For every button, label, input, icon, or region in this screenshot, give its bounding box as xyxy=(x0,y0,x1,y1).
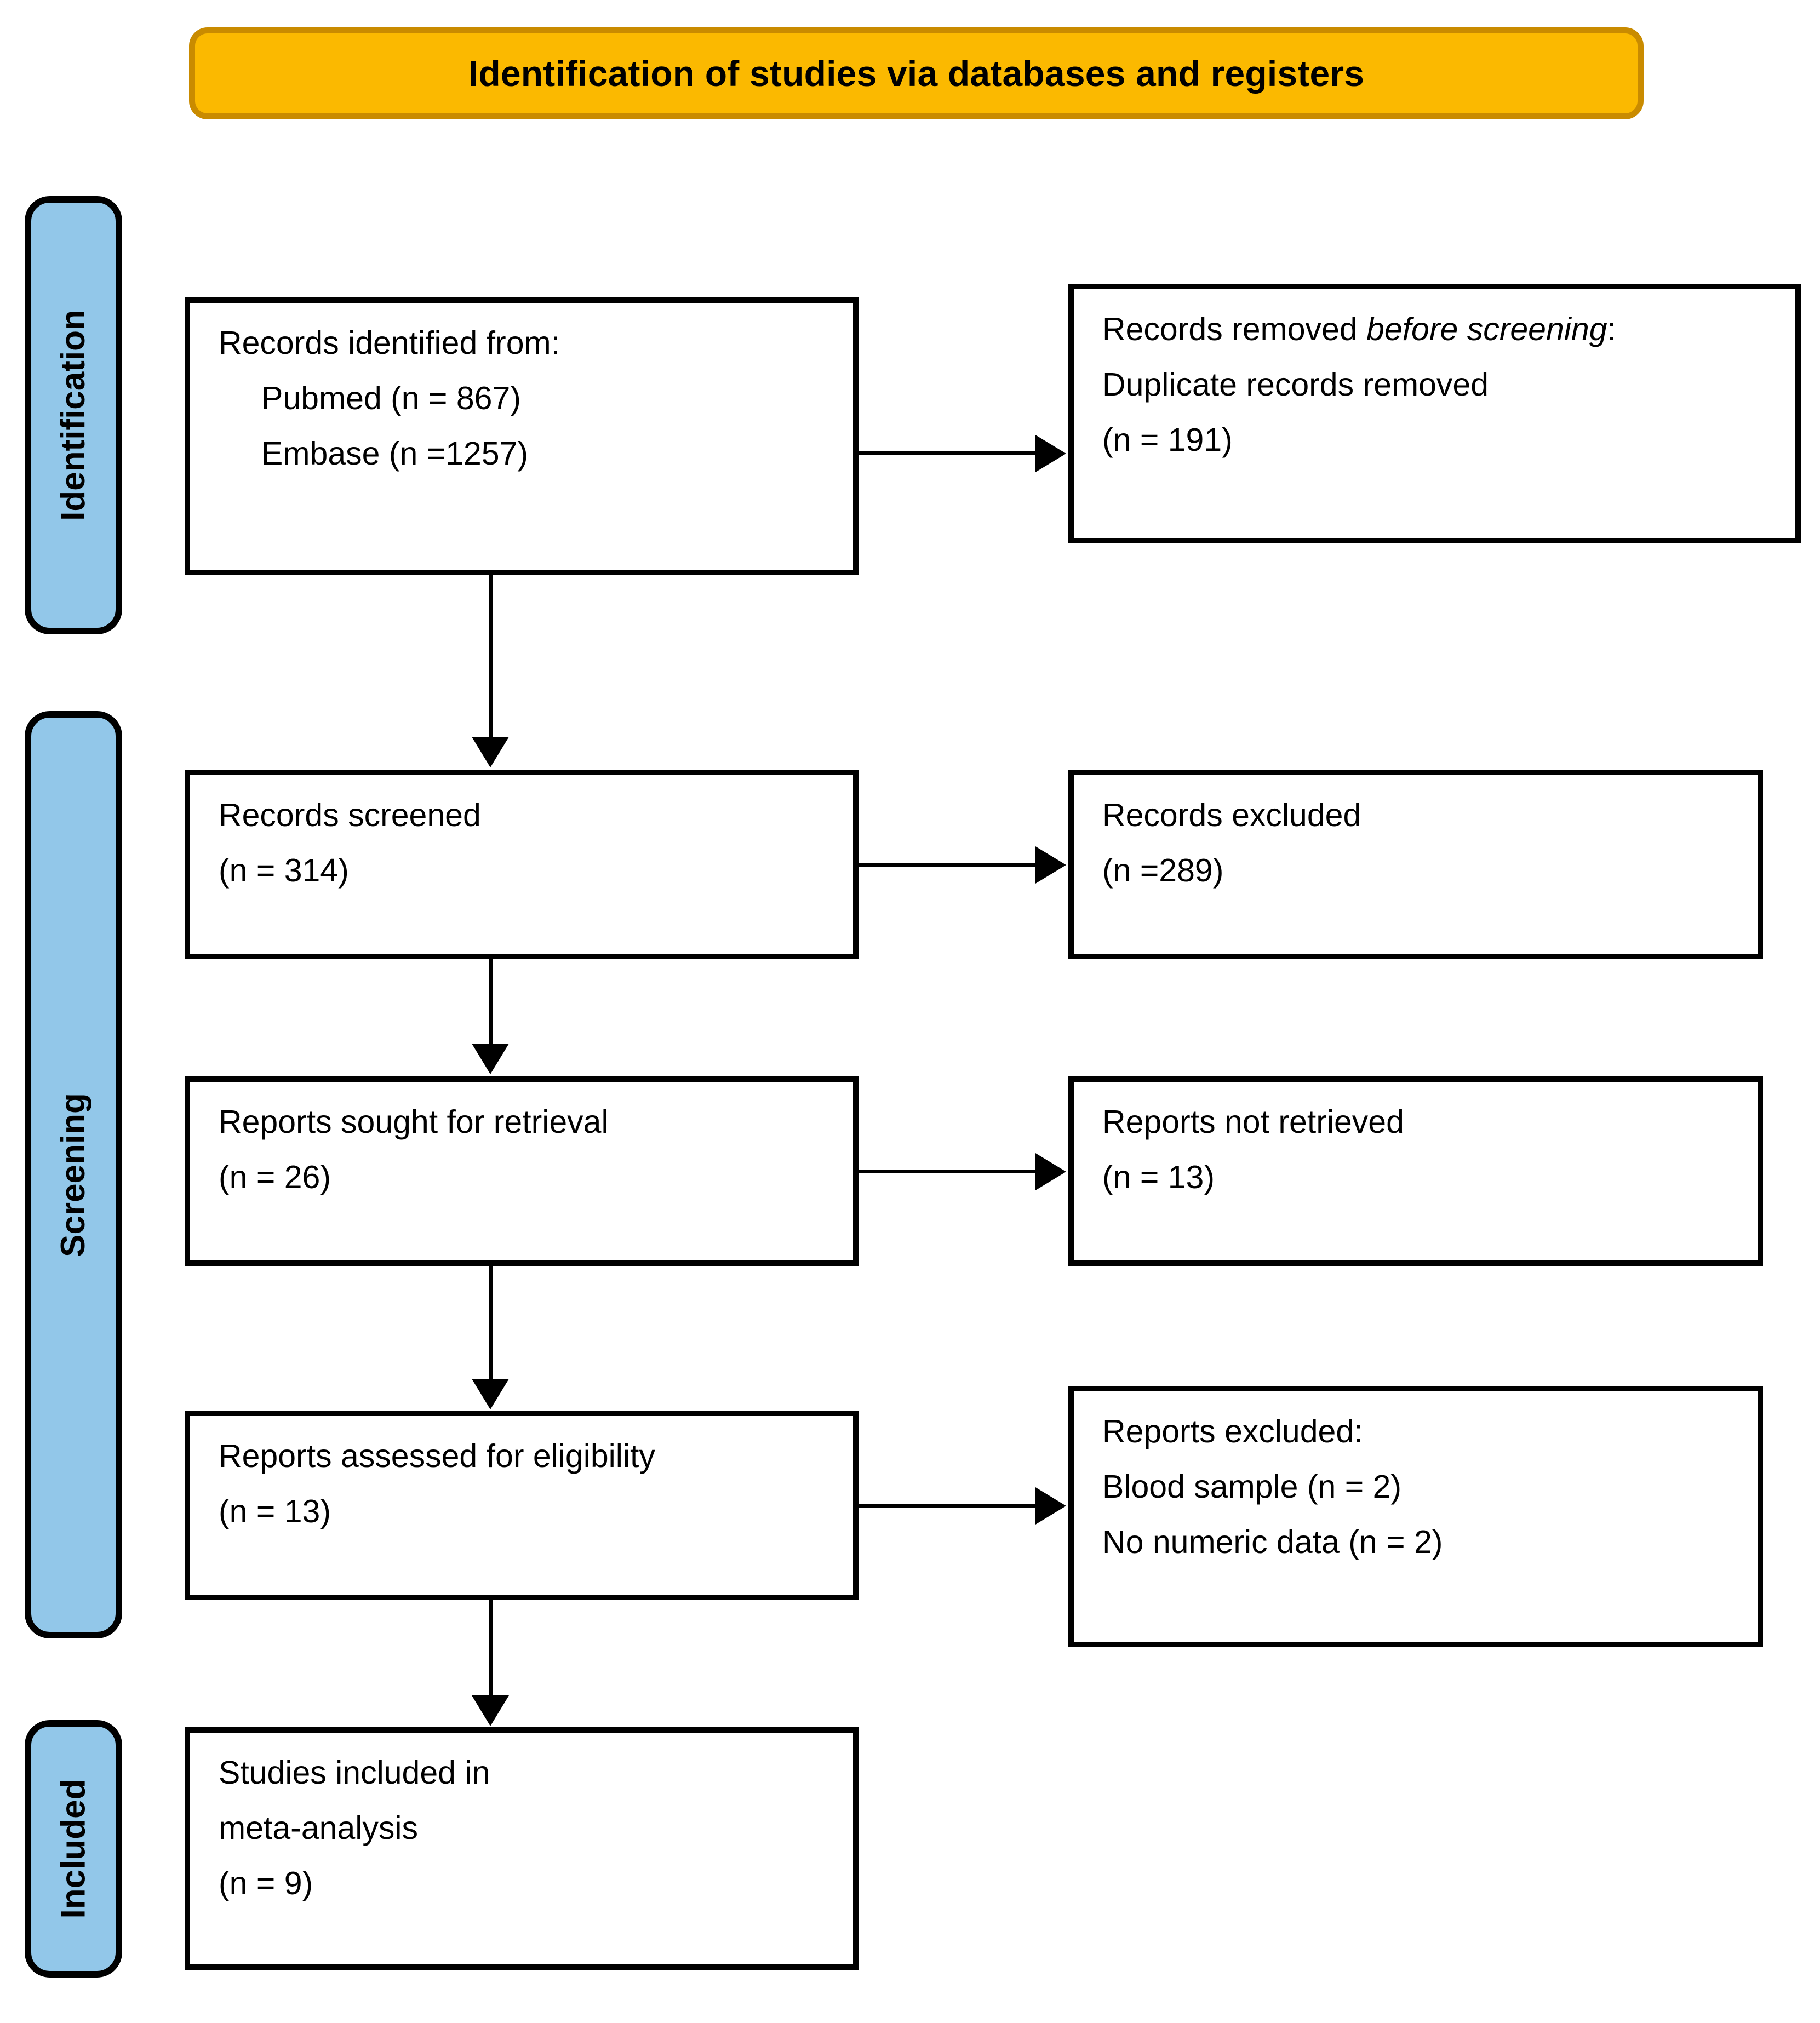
box-records-removed: Records removed before screening: Duplic… xyxy=(1068,284,1801,543)
connector-sought-to-not-retrieved-line xyxy=(859,1170,1038,1173)
reports-assessed-count: (n = 13) xyxy=(219,1493,331,1529)
stage-label-identification: Identification xyxy=(25,196,122,634)
diagram-title: Identification of studies via databases … xyxy=(468,53,1365,94)
connector-screened-to-excluded-line xyxy=(859,863,1038,867)
studies-included-heading: Studies included in xyxy=(219,1755,490,1791)
box-studies-included: Studies included in meta-analysis (n = 9… xyxy=(185,1727,859,1970)
records-screened-count: (n = 314) xyxy=(219,852,349,889)
connector-identified-to-removed-line xyxy=(859,451,1038,455)
records-identified-source-embase: Embase (n =1257) xyxy=(261,435,529,472)
stage-label-screening: Screening xyxy=(25,711,122,1638)
records-removed-heading-suffix: : xyxy=(1607,311,1616,347)
stage-label-screening-text: Screening xyxy=(54,1092,92,1257)
reports-assessed-heading: Reports assessed for eligibility xyxy=(219,1438,655,1474)
connector-screened-to-sought-line xyxy=(489,959,493,1046)
connector-screened-to-sought-arrowhead xyxy=(472,1044,509,1074)
connector-sought-to-assessed-line xyxy=(489,1266,493,1381)
box-reports-excluded: Reports excluded: Blood sample (n = 2) N… xyxy=(1068,1386,1763,1647)
records-removed-heading: Records removed before screening: xyxy=(1102,313,1767,346)
reports-not-retrieved-count: (n = 13) xyxy=(1102,1159,1215,1195)
studies-included-count: (n = 9) xyxy=(219,1865,313,1901)
connector-assessed-to-included-arrowhead xyxy=(472,1695,509,1726)
reports-excluded-heading: Reports excluded: xyxy=(1102,1413,1363,1449)
box-reports-not-retrieved: Reports not retrieved (n = 13) xyxy=(1068,1076,1763,1266)
records-identified-heading: Records identified from: xyxy=(219,325,560,361)
connector-sought-to-not-retrieved-arrowhead xyxy=(1035,1153,1066,1190)
stage-label-included-text: Included xyxy=(54,1779,92,1919)
connector-identified-to-screened-line xyxy=(489,575,493,740)
studies-included-subheading: meta-analysis xyxy=(219,1810,418,1846)
box-reports-assessed: Reports assessed for eligibility (n = 13… xyxy=(185,1411,859,1600)
records-removed-reason: Duplicate records removed xyxy=(1102,366,1489,403)
reports-sought-count: (n = 26) xyxy=(219,1159,331,1195)
records-excluded-heading: Records excluded xyxy=(1102,797,1361,833)
records-identified-source-pubmed: Pubmed (n = 867) xyxy=(261,380,521,416)
connector-screened-to-excluded-arrowhead xyxy=(1035,846,1066,884)
records-excluded-count: (n =289) xyxy=(1102,852,1224,889)
records-removed-count: (n = 191) xyxy=(1102,422,1233,458)
stage-label-identification-text: Identification xyxy=(54,310,92,521)
box-reports-sought: Reports sought for retrieval (n = 26) xyxy=(185,1076,859,1266)
box-records-identified: Records identified from: Pubmed (n = 867… xyxy=(185,297,859,575)
connector-sought-to-assessed-arrowhead xyxy=(472,1379,509,1409)
reports-sought-heading: Reports sought for retrieval xyxy=(219,1104,609,1140)
records-removed-heading-prefix: Records removed xyxy=(1102,311,1367,347)
reports-not-retrieved-heading: Reports not retrieved xyxy=(1102,1104,1404,1140)
records-removed-heading-italic: before screening xyxy=(1366,311,1607,347)
stage-label-included: Included xyxy=(25,1720,122,1978)
connector-assessed-to-excluded-arrowhead xyxy=(1035,1487,1066,1525)
connector-identified-to-removed-arrowhead xyxy=(1035,435,1066,472)
connector-identified-to-screened-arrowhead xyxy=(472,737,509,767)
reports-excluded-reason-blood-sample: Blood sample (n = 2) xyxy=(1102,1469,1402,1505)
reports-excluded-reason-no-numeric-data: No numeric data (n = 2) xyxy=(1102,1524,1443,1560)
records-screened-heading: Records screened xyxy=(219,797,481,833)
connector-assessed-to-included-line xyxy=(489,1600,493,1698)
connector-assessed-to-excluded-line xyxy=(859,1504,1038,1508)
box-records-screened: Records screened (n = 314) xyxy=(185,770,859,959)
diagram-header-banner: Identification of studies via databases … xyxy=(189,27,1644,119)
box-records-excluded: Records excluded (n =289) xyxy=(1068,770,1763,959)
